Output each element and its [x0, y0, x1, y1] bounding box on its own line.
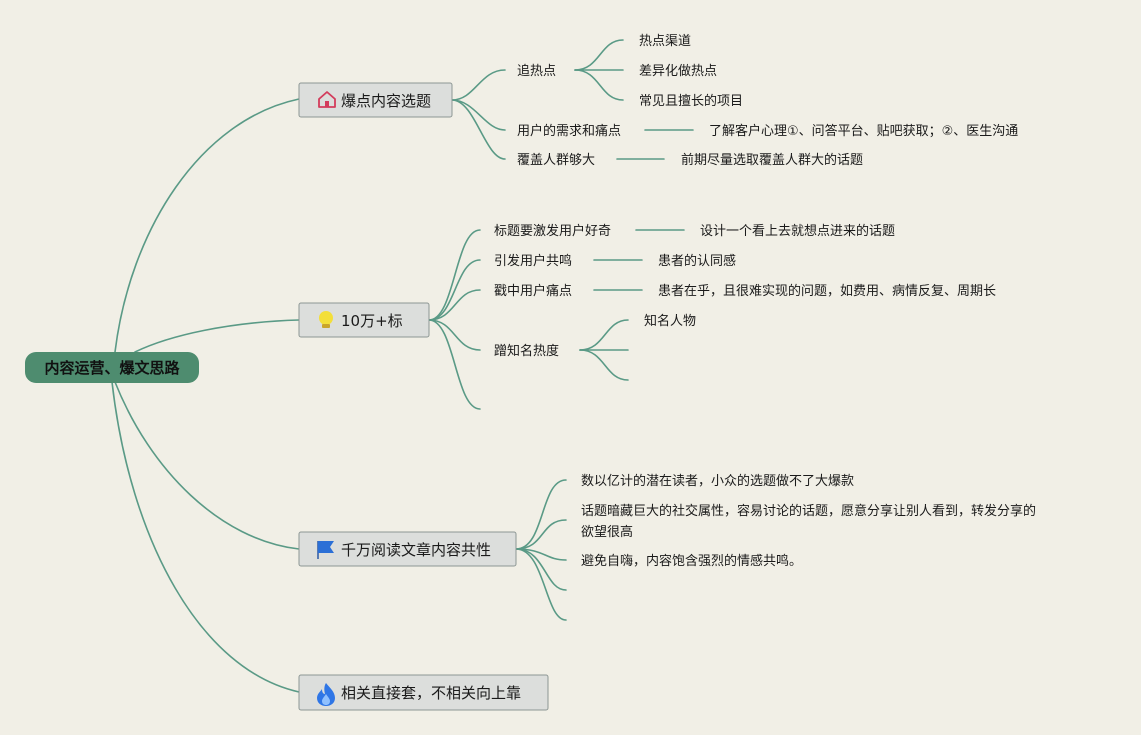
point-social-attribute-line2: 欲望很高 [581, 524, 633, 540]
subtopic-hotspot-channels: 热点渠道 [639, 34, 691, 49]
link-b1-c1-g1 [574, 39, 624, 71]
note-user-needs: 了解客户心理①、问答平台、贴吧获取；②、医生沟通 [709, 123, 1018, 139]
link-b3-c4 [515, 548, 567, 591]
branch-node-b2[interactable]: 10万+标 [298, 302, 430, 338]
topic-audience-size: 覆盖人群够大 [517, 153, 595, 168]
link-b3-c5 [515, 548, 567, 621]
branch-box-b2[interactable] [298, 302, 430, 338]
link-root-b2 [134, 319, 300, 353]
note-audience-size: 前期尽量选取覆盖人群大的话题 [681, 152, 863, 168]
link-b1-c3 [451, 99, 506, 160]
root-node-box[interactable] [25, 352, 199, 383]
link-root-b1 [114, 98, 300, 353]
link-b1-c1-g3 [574, 69, 624, 101]
note-curious-title: 设计一个看上去就想点进来的话题 [700, 223, 895, 239]
link-b1-c2 [451, 99, 506, 131]
link-b2-c5 [428, 319, 481, 410]
link-b2-c4-g3 [579, 349, 629, 381]
topic-curious-title: 标题要激发用户好奇 [494, 223, 611, 239]
link-b2-c4 [428, 319, 481, 351]
topic-celebrity-heat: 蹭知名热度 [494, 343, 559, 359]
lightbulb-icon [319, 311, 333, 328]
root-node[interactable]: 内容运营、爆文思路 [25, 352, 199, 383]
link-b2-c4-g1 [579, 319, 629, 351]
branch-box-b1[interactable] [298, 82, 453, 118]
branch-label-b2: 10万+标 [341, 312, 403, 330]
link-b2-c3 [428, 289, 481, 321]
topic-resonance: 引发用户共鸣 [494, 253, 572, 269]
branch-label-b1: 爆点内容选题 [341, 92, 431, 110]
link-b2-c2 [428, 259, 481, 321]
subtopic-differentiated-hotspots: 差异化做热点 [639, 64, 717, 79]
subtopic-celebrities: 知名人物 [644, 313, 696, 329]
branch-node-b3[interactable]: 千万阅读文章内容共性 [298, 531, 517, 567]
note-resonance: 患者的认同感 [658, 253, 736, 269]
topic-chase-hotspots: 追热点 [517, 63, 556, 79]
branch-box-b4[interactable] [298, 674, 549, 711]
link-b2-c1 [428, 229, 481, 321]
topic-pain-points: 戳中用户痛点 [494, 283, 572, 299]
branch-label-b3: 千万阅读文章内容共性 [341, 541, 491, 559]
link-root-b3 [114, 381, 300, 550]
house-icon [318, 91, 336, 108]
branch-node-b1[interactable]: 爆点内容选题 [298, 82, 453, 118]
link-b3-c1 [515, 479, 567, 550]
link-root-b4 [111, 381, 300, 693]
subtopic-common-projects: 常见且擅长的项目 [639, 93, 743, 109]
link-b3-c2 [515, 519, 567, 550]
fire-icon [317, 683, 335, 706]
branch-label-b4: 相关直接套，不相关向上靠 [341, 684, 521, 702]
branch-node-b4[interactable]: 相关直接套，不相关向上靠 [298, 674, 549, 711]
point-emotional-resonance: 避免自嗨，内容饱含强烈的情感共鸣。 [581, 553, 802, 569]
branch-box-b3[interactable] [298, 531, 517, 567]
root-node-label: 内容运营、爆文思路 [44, 359, 180, 377]
note-pain-points: 患者在乎，且很难实现的问题，如费用、病情反复、周期长 [658, 283, 996, 299]
flag-icon [317, 541, 334, 559]
link-b1-c1 [451, 69, 506, 101]
connector-lines [111, 39, 694, 693]
point-social-attribute-line1: 话题暗藏巨大的社交属性，容易讨论的话题，愿意分享让别人看到，转发分享的 [581, 503, 1036, 519]
point-huge-audience: 数以亿计的潜在读者，小众的选题做不了大爆款 [581, 473, 854, 489]
topic-user-needs: 用户的需求和痛点 [517, 123, 621, 139]
